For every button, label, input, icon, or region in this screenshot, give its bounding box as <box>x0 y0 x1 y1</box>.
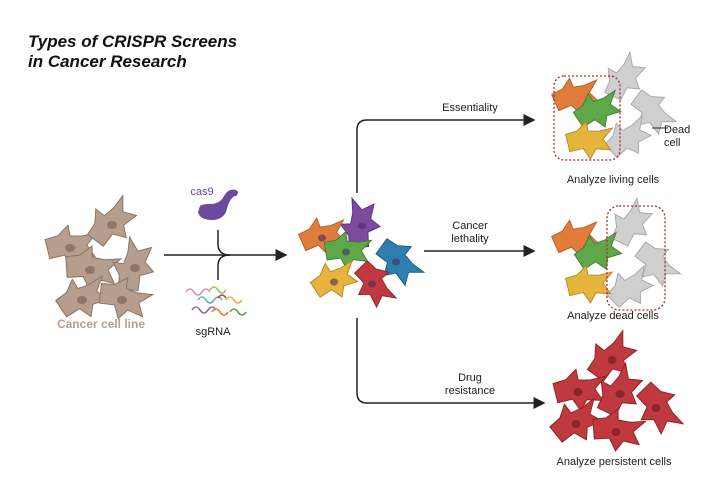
dead-cell-line-1: Dead <box>664 124 691 136</box>
drug-resistance-line-1: Drug <box>458 372 482 384</box>
dead-cells-highlight-box <box>606 205 666 311</box>
analyze-persistent-label: Analyze persistent cells <box>556 456 672 468</box>
arrows <box>164 114 546 409</box>
lethality-result-cells <box>551 195 684 314</box>
dead-cell-label: Dead cell <box>664 124 700 150</box>
title-line-2: in Cancer Research <box>28 52 187 71</box>
title-line-1: Types of CRISPR Screens <box>28 32 238 51</box>
page-title: Types of CRISPR Screens in Cancer Resear… <box>28 32 237 72</box>
essentiality-label: Essentiality <box>442 102 498 114</box>
cancer-cell-line-cluster <box>40 192 165 330</box>
cas9-icon <box>198 189 238 220</box>
dead-cell-line-2: cell <box>664 137 681 149</box>
sgrna-label: sgRNA <box>195 326 231 338</box>
drug-resistance-line-2: resistance <box>444 385 496 397</box>
drug-resistance-label: Drug resistance <box>430 372 510 398</box>
living-cells-highlight-box <box>553 75 621 161</box>
sgrna-join-line <box>217 254 231 280</box>
cancer-lethality-line-1: Cancer <box>452 220 488 232</box>
essentiality-result-cells <box>551 49 680 164</box>
arrow-drug-resistance <box>356 318 546 409</box>
cancer-lethality-line-2: lethality <box>451 233 489 245</box>
cancer-cell-nuclei <box>65 221 140 304</box>
cas9-join-line <box>217 230 231 256</box>
sgrna-icon <box>185 286 247 316</box>
cancer-cell-line-label: Cancer cell line <box>56 317 146 331</box>
cancer-lethality-label: Cancer lethality <box>430 220 510 246</box>
persistent-cell-nuclei <box>571 356 661 436</box>
arrow-essentiality <box>356 114 536 193</box>
edited-cell-nuclei <box>318 222 400 288</box>
persistent-cells-cluster <box>544 327 687 459</box>
analyze-living-label: Analyze living cells <box>566 174 660 186</box>
analyze-dead-label: Analyze dead cells <box>567 310 659 322</box>
cas9-label: cas9 <box>190 186 214 198</box>
edited-cell-pool <box>298 195 427 312</box>
